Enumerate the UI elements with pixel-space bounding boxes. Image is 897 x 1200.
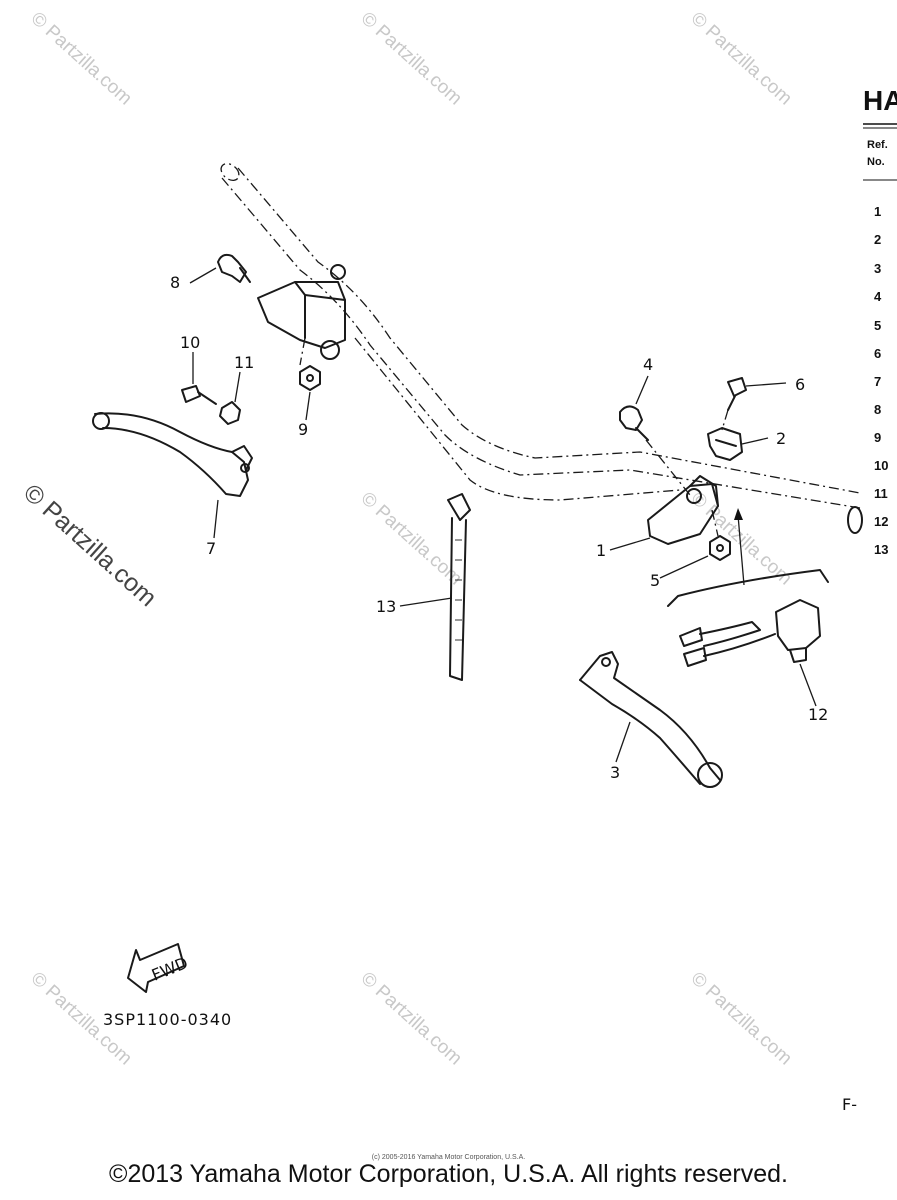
callout-3: 3 bbox=[610, 763, 620, 782]
callout-13: 13 bbox=[376, 597, 396, 616]
ref-number-10: 10 bbox=[874, 458, 888, 473]
handlebar bbox=[220, 162, 863, 534]
switch-group-bracket bbox=[667, 508, 829, 607]
ref-number-1: 1 bbox=[874, 204, 881, 219]
callout-4: 4 bbox=[643, 355, 653, 374]
corner-mark: F- bbox=[842, 1095, 857, 1114]
watermark-8: © Partzilla.com bbox=[357, 968, 466, 1069]
part-10-bolt bbox=[181, 352, 217, 405]
no-label: No. bbox=[867, 156, 885, 168]
copyright-notice: ©2013 Yamaha Motor Corporation, U.S.A. A… bbox=[109, 1160, 788, 1188]
watermarks: © Partzilla.com © Partzilla.com © Partzi… bbox=[18, 8, 796, 1069]
part-4-bolt bbox=[619, 375, 691, 496]
part-8-bolt bbox=[189, 253, 251, 284]
ref-label: Ref. bbox=[867, 139, 888, 151]
part-1-lever-holder bbox=[609, 475, 719, 551]
ref-number-7: 7 bbox=[874, 374, 881, 389]
ref-number-6: 6 bbox=[874, 346, 881, 361]
callout-7: 7 bbox=[206, 539, 216, 558]
fwd-arrow: FWD bbox=[127, 943, 191, 993]
ref-number-2: 2 bbox=[874, 232, 881, 247]
ref-number-13: 13 bbox=[874, 542, 888, 557]
callout-11: 11 bbox=[234, 353, 254, 372]
callout-10: 10 bbox=[180, 333, 200, 352]
diagram-code: 3SP1100-0340 bbox=[103, 1010, 232, 1029]
ref-number-4: 4 bbox=[874, 289, 882, 304]
watermark-4: © Partzilla.com bbox=[18, 479, 162, 613]
part-9-nut bbox=[299, 365, 321, 421]
table-title: HA bbox=[863, 85, 897, 116]
watermark-9: © Partzilla.com bbox=[687, 968, 796, 1069]
part-5-nut bbox=[659, 509, 731, 579]
part-11-nut bbox=[219, 371, 241, 425]
ref-number-11: 11 bbox=[874, 486, 888, 501]
callout-5: 5 bbox=[650, 571, 660, 590]
watermark-1: © Partzilla.com bbox=[27, 8, 136, 109]
ref-number-12: 12 bbox=[874, 514, 888, 529]
callout-12: 12 bbox=[808, 705, 828, 724]
part-3-clutch-lever bbox=[579, 651, 723, 788]
small-copyright: (c) 2005-2016 Yamaha Motor Corporation, … bbox=[371, 1154, 526, 1161]
callout-2: 2 bbox=[776, 429, 786, 448]
brake-master-cylinder bbox=[257, 264, 346, 366]
callout-6: 6 bbox=[795, 375, 805, 394]
callouts: 8 10 11 9 7 13 4 6 2 1 5 12 3 bbox=[170, 273, 828, 782]
part-2-clamp bbox=[707, 427, 769, 461]
ref-number-8: 8 bbox=[874, 402, 881, 417]
watermark-6: © Partzilla.com bbox=[687, 488, 796, 589]
ref-number-3: 3 bbox=[874, 261, 881, 276]
part-7-brake-lever bbox=[92, 412, 253, 539]
part-13-cable-tie bbox=[399, 493, 471, 681]
arrow-up-icon bbox=[734, 508, 743, 520]
watermark-2: © Partzilla.com bbox=[357, 8, 466, 109]
part-6-screw bbox=[721, 377, 787, 431]
part-12-switch bbox=[679, 599, 821, 707]
reference-table: HA Ref. No. 1 2 3 4 5 6 7 8 9 10 11 12 1… bbox=[863, 85, 897, 557]
callout-9: 9 bbox=[298, 420, 308, 439]
ref-number-9: 9 bbox=[874, 430, 881, 445]
fwd-label: FWD bbox=[149, 953, 191, 985]
ref-number-5: 5 bbox=[874, 318, 881, 333]
watermark-3: © Partzilla.com bbox=[687, 8, 796, 109]
callout-1: 1 bbox=[596, 541, 606, 560]
callout-8: 8 bbox=[170, 273, 180, 292]
